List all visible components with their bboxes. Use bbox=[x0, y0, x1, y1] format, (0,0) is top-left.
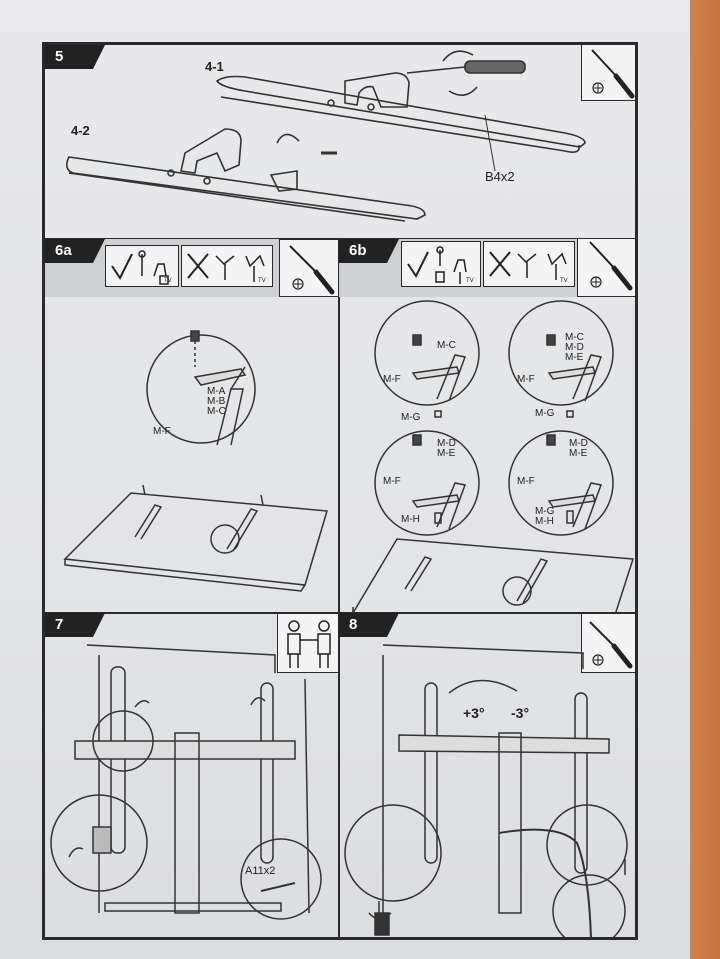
step-6a-part-ma: M-A bbox=[207, 386, 226, 397]
c4-mg: M-G bbox=[535, 506, 555, 517]
step-6b-ok-box: TV bbox=[401, 241, 481, 287]
cross-icon bbox=[489, 251, 567, 280]
step-6b-no-box: TV bbox=[483, 241, 575, 287]
c4-mh: M-H bbox=[535, 516, 554, 527]
two-people-icon bbox=[287, 620, 331, 668]
c2-mf: M-F bbox=[517, 374, 535, 385]
step-5-sub-4-1: 4-1 bbox=[205, 59, 224, 74]
step-5-sub-4-2: 4-2 bbox=[71, 123, 90, 138]
step-8-number: 8 bbox=[339, 613, 399, 637]
step-6a-part-mc: M-C bbox=[207, 406, 226, 417]
checkmark-icon bbox=[111, 250, 169, 285]
step-5-number: 5 bbox=[45, 45, 105, 69]
screwdriver-icon bbox=[589, 621, 633, 669]
step-6a-panel: 6a TV TV bbox=[44, 238, 340, 614]
screwdriver-icon bbox=[289, 245, 335, 295]
step-8-tool-box bbox=[581, 613, 635, 673]
checkmark-icon bbox=[407, 246, 467, 284]
step-8-tilt-up: +3° bbox=[463, 705, 485, 721]
c3-mh: M-H bbox=[401, 514, 420, 525]
step-6a-number: 6a bbox=[45, 239, 105, 263]
step-6a-tool-box bbox=[279, 239, 339, 297]
c2-mc: M-C bbox=[565, 332, 584, 343]
step-7-part-label: A11x2 bbox=[245, 865, 276, 877]
c3-md: M-D bbox=[437, 438, 456, 449]
step-7-illustration bbox=[50, 644, 322, 920]
c2-mg: M-G bbox=[535, 408, 555, 419]
c3-mf: M-F bbox=[383, 476, 401, 487]
c4-me: M-E bbox=[569, 448, 588, 459]
step-7-people-box bbox=[277, 613, 339, 673]
step-6a-part-mb: M-B bbox=[207, 396, 226, 407]
step-8-panel: 8 bbox=[338, 612, 636, 938]
step-6a-plate-mf: M-F bbox=[153, 426, 171, 437]
step-6b-illustration bbox=[352, 300, 635, 613]
step-5-panel: 5 4-1 4-2 B4x2 bbox=[44, 44, 636, 240]
step-6a-ok-tv-label: TV bbox=[164, 278, 172, 284]
step-7-number: 7 bbox=[45, 613, 105, 637]
step-6b-ok-tv-label: TV bbox=[466, 278, 474, 284]
c1-mf: M-F bbox=[383, 374, 401, 385]
c3-me: M-E bbox=[437, 448, 456, 459]
step-7-panel: 7 bbox=[44, 612, 340, 938]
step-6b-panel: 6b TV TV bbox=[338, 238, 636, 614]
c4-md: M-D bbox=[569, 438, 588, 449]
step-6a-ok-box: TV bbox=[105, 245, 179, 287]
c2-md: M-D bbox=[565, 342, 584, 353]
step-8-tilt-down: -3° bbox=[511, 705, 530, 721]
c1-mg: M-G bbox=[401, 412, 421, 423]
c4-mf: M-F bbox=[517, 476, 535, 487]
step-8-illustration bbox=[344, 644, 628, 937]
step-5-tool-box bbox=[581, 45, 635, 101]
c2-me: M-E bbox=[565, 352, 584, 363]
step-6b-number: 6b bbox=[339, 239, 399, 263]
step-5-part-label: B4x2 bbox=[485, 169, 515, 184]
c1-mc: M-C bbox=[437, 340, 456, 351]
screwdriver-icon bbox=[591, 49, 635, 99]
instruction-frame: 5 4-1 4-2 B4x2 bbox=[42, 42, 638, 940]
cross-icon bbox=[187, 253, 265, 282]
step-6b-tool-box bbox=[577, 239, 635, 297]
screwdriver-icon bbox=[589, 241, 633, 291]
step-6a-illustration bbox=[63, 330, 328, 592]
step-5-illustration bbox=[65, 50, 586, 222]
step-6a-no-box: TV bbox=[181, 245, 273, 287]
step-6a-no-tv-label: TV bbox=[258, 278, 266, 284]
step-6b-no-tv-label: TV bbox=[560, 278, 568, 284]
